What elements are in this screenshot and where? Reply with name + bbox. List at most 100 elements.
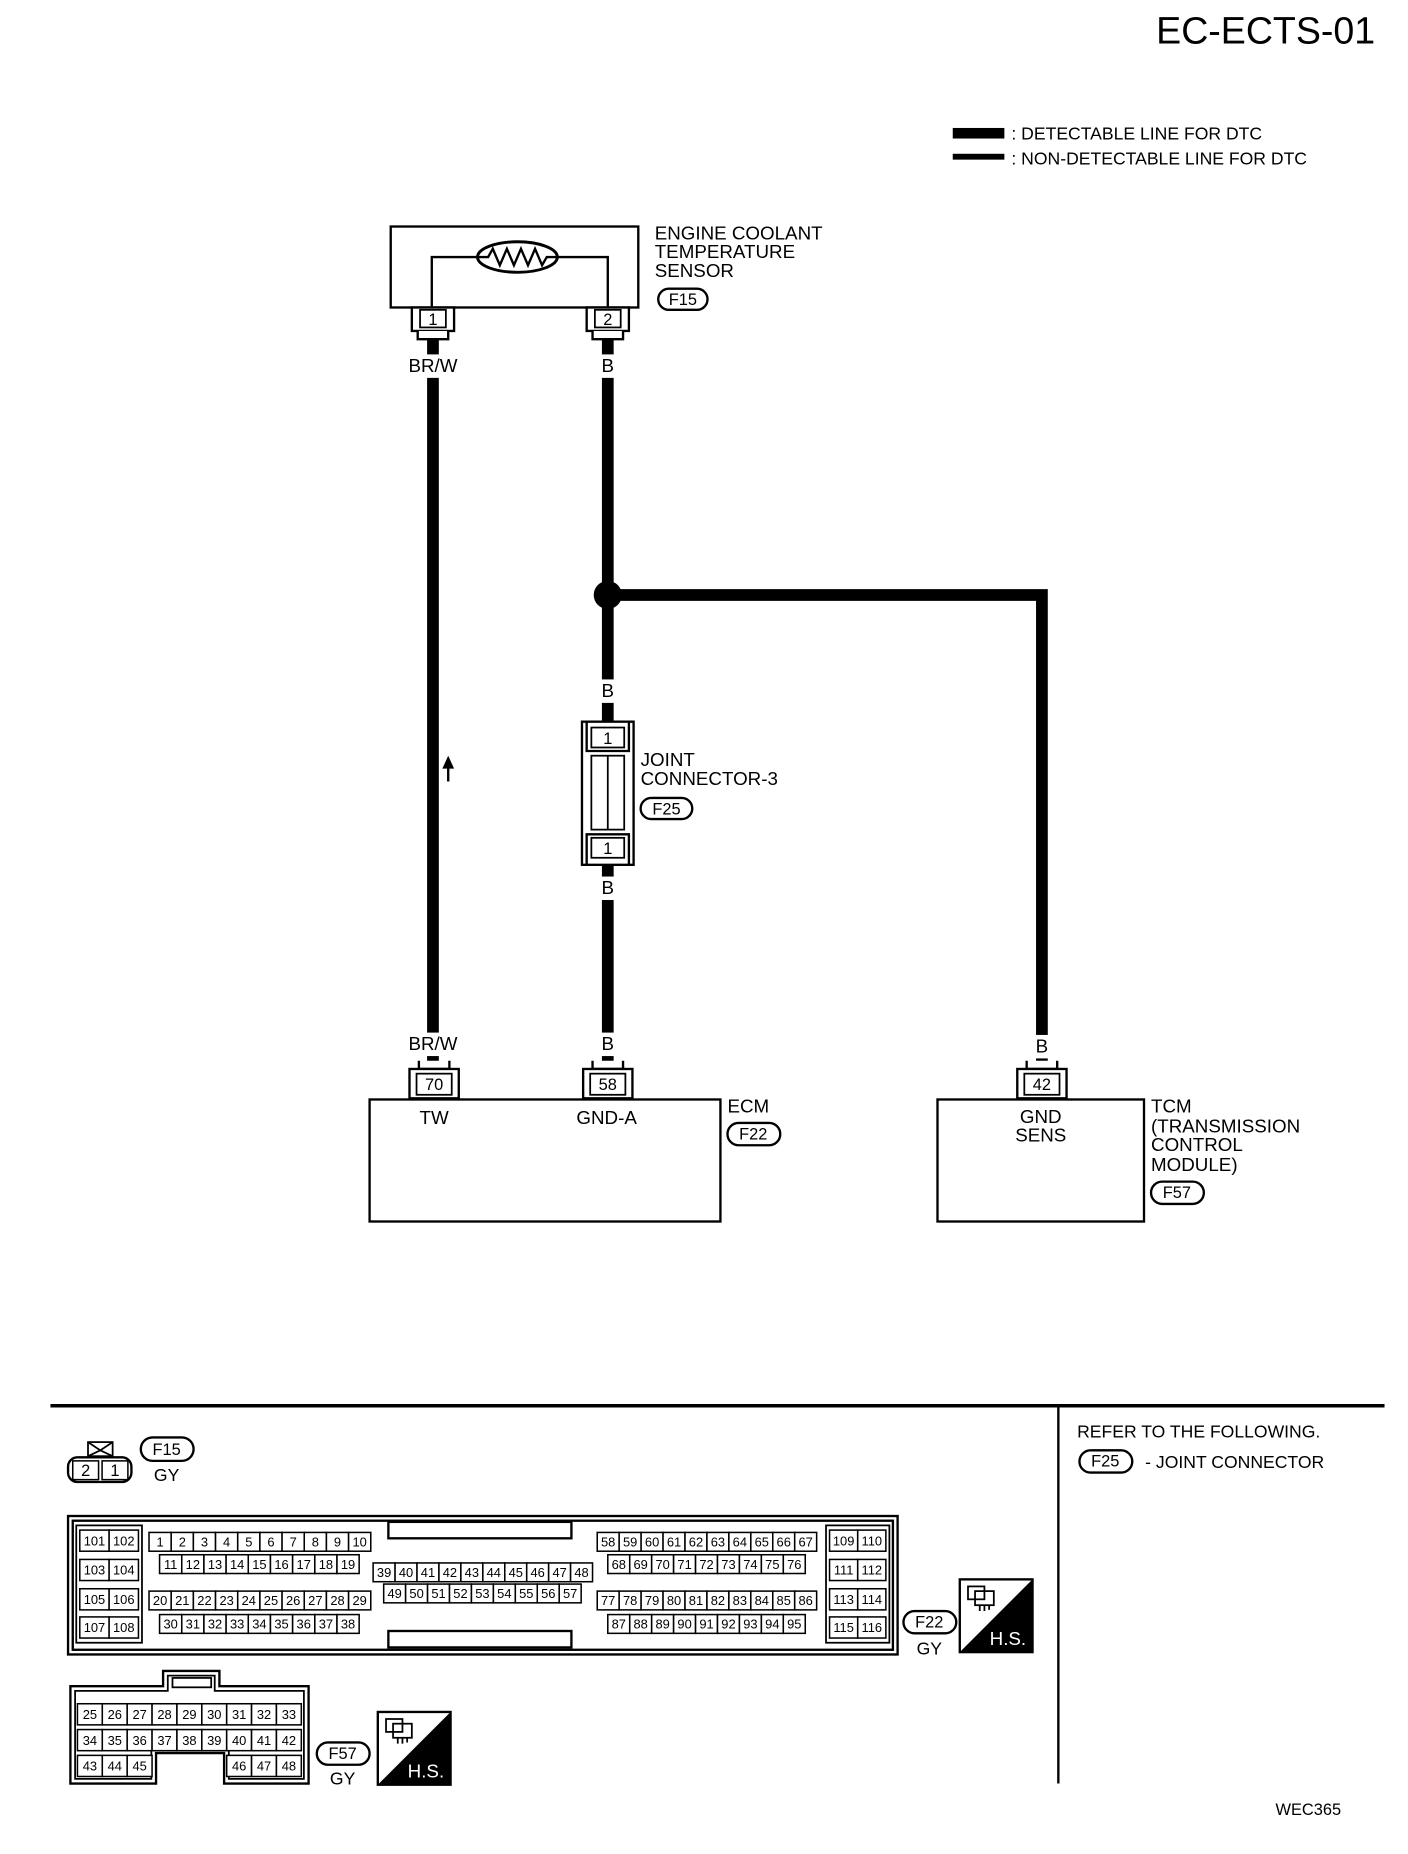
ecm-name: ECM <box>727 1095 769 1116</box>
f22-pin-number: 30 <box>163 1617 177 1632</box>
f22-pin-number: 7 <box>290 1535 297 1550</box>
f22-pin-number: 90 <box>677 1617 691 1632</box>
f22-pin-number: 13 <box>208 1557 222 1572</box>
f57-pin-number: 44 <box>108 1759 122 1774</box>
f57-pin-cell <box>275 1702 303 1726</box>
f57-pin-cell <box>275 1728 303 1752</box>
wire-color-label: BR/W <box>408 355 457 376</box>
f22-bottom-latch <box>387 1629 573 1649</box>
resistor-zigzag-icon <box>477 245 558 269</box>
joint-name-line: JOINT <box>641 749 696 770</box>
tcm-terminal-label: GND <box>1020 1106 1062 1127</box>
refer-description: - JOINT CONNECTOR <box>1145 1452 1324 1472</box>
wire-color-label: BR/W <box>408 1033 457 1054</box>
f22-pin-number: 57 <box>563 1586 577 1601</box>
f57-latch <box>171 1677 213 1689</box>
f22-pin-number: 19 <box>341 1557 355 1572</box>
f22-pin-number: 81 <box>689 1593 703 1608</box>
f22-pin-number: 39 <box>377 1565 391 1580</box>
f57-pin-number: 32 <box>257 1707 271 1722</box>
ecm-body <box>368 1098 722 1223</box>
f22-pin-number: 67 <box>798 1535 812 1550</box>
f22-pin-number: 111 <box>834 1563 854 1578</box>
f57-pin-number: 26 <box>108 1707 122 1722</box>
f22-pin-number: 77 <box>601 1593 615 1608</box>
tcm-terminal-label: SENS <box>1015 1125 1066 1146</box>
f22-pin-number: 41 <box>421 1565 435 1580</box>
connector-id: F15 <box>669 291 697 309</box>
f22-pin-number: 18 <box>319 1557 333 1572</box>
f22-top-latch <box>387 1520 573 1540</box>
f22-pin-number: 55 <box>519 1586 533 1601</box>
f22-connector-outline <box>66 1514 899 1656</box>
f15-pin-number: 2 <box>81 1462 90 1480</box>
f22-pin-cell <box>347 1531 372 1552</box>
f22-pin-number: 63 <box>711 1535 725 1550</box>
label-gap <box>596 679 620 703</box>
f22-pin-number: 75 <box>765 1557 779 1572</box>
sensor-pin-number: 2 <box>603 311 612 329</box>
f22-pin-number: 15 <box>252 1557 266 1572</box>
f22-pin-number: 71 <box>677 1557 691 1572</box>
f22-pin-number: 74 <box>743 1557 757 1572</box>
f22-pin-number: 27 <box>308 1593 322 1608</box>
joint-connector-3: 1 1 JOINT CONNECTOR-3 F25 <box>580 720 778 866</box>
tcm-name-line: MODULE) <box>1151 1154 1238 1175</box>
f22-pin-number: 52 <box>453 1586 467 1601</box>
f22-pin-number: 6 <box>267 1535 274 1550</box>
f57-pin-number: 34 <box>83 1733 97 1748</box>
sensor-pin-number: 1 <box>428 311 437 329</box>
f57-pin-number: 33 <box>282 1707 296 1722</box>
f57-pin-number: 43 <box>83 1759 97 1774</box>
engine-coolant-temperature-sensor: 1 2 ENGINE COOLANT TEMPERATURE SENSOR F1… <box>389 222 823 341</box>
f22-pin-number: 36 <box>297 1617 311 1632</box>
f22-pin-number: 61 <box>667 1535 681 1550</box>
f22-pin-number: 43 <box>465 1565 479 1580</box>
f22-pin-number: 3 <box>201 1535 208 1550</box>
sensor-pin-2: 2 <box>585 306 631 341</box>
f22-connector-labels: F22 GY <box>902 1609 958 1658</box>
f22-pin-cell <box>856 1616 887 1639</box>
f22-pin-number: 82 <box>711 1593 725 1608</box>
f22-pin-number: 116 <box>862 1620 883 1635</box>
label-gap <box>596 876 620 901</box>
f22-pin-cell <box>558 1583 582 1604</box>
tcm-pin-number: 42 <box>1033 1076 1051 1094</box>
f22-pin-number: 38 <box>341 1617 355 1632</box>
f22-pin-number: 88 <box>634 1617 648 1632</box>
harness-side-label: H.S. <box>408 1761 445 1782</box>
f22-pin-number: 85 <box>777 1593 791 1608</box>
f57-pin-number: 45 <box>132 1759 146 1774</box>
f22-pin-number: 104 <box>113 1563 135 1578</box>
sensor-name-line: ENGINE COOLANT <box>655 222 823 243</box>
f22-pin-number: 14 <box>230 1557 244 1572</box>
f22-pin-cell <box>108 1529 140 1552</box>
sensor-lead-right <box>557 255 609 308</box>
f57-pin-number: 36 <box>132 1733 146 1748</box>
tcm-body <box>936 1098 1146 1223</box>
f22-pin-number: 17 <box>297 1557 311 1572</box>
f22-pin-number: 91 <box>699 1617 713 1632</box>
f22-pin-cell <box>793 1531 818 1552</box>
f22-pin-cell <box>856 1558 887 1582</box>
f22-pin-cell <box>569 1562 594 1583</box>
f22-pin-number: 5 <box>245 1535 252 1550</box>
f57-pin-cell <box>275 1754 303 1778</box>
legend: : DETECTABLE LINE FOR DTC : NON-DETECTAB… <box>952 124 1307 168</box>
f22-pin-number: 87 <box>612 1617 626 1632</box>
f57-pin-number: 35 <box>108 1733 122 1748</box>
joint-pin-number: 1 <box>603 730 612 748</box>
f22-pin-cell <box>856 1587 887 1611</box>
tcm-name-line: CONTROL <box>1151 1134 1243 1155</box>
f22-pin-number: 92 <box>721 1617 735 1632</box>
f22-pin-number: 45 <box>509 1565 523 1580</box>
f57-pin-number: 28 <box>157 1707 171 1722</box>
f22-pin-number: 101 <box>84 1533 106 1548</box>
f22-pin-number: 64 <box>733 1535 747 1550</box>
f22-pin-cell <box>793 1590 818 1611</box>
f22-pin-number: 72 <box>699 1557 713 1572</box>
f22-pin-number: 89 <box>655 1617 669 1632</box>
wire-color-label: B <box>602 1033 615 1054</box>
f57-pin-number: 40 <box>232 1733 246 1748</box>
f57-pin-cell <box>126 1754 153 1778</box>
